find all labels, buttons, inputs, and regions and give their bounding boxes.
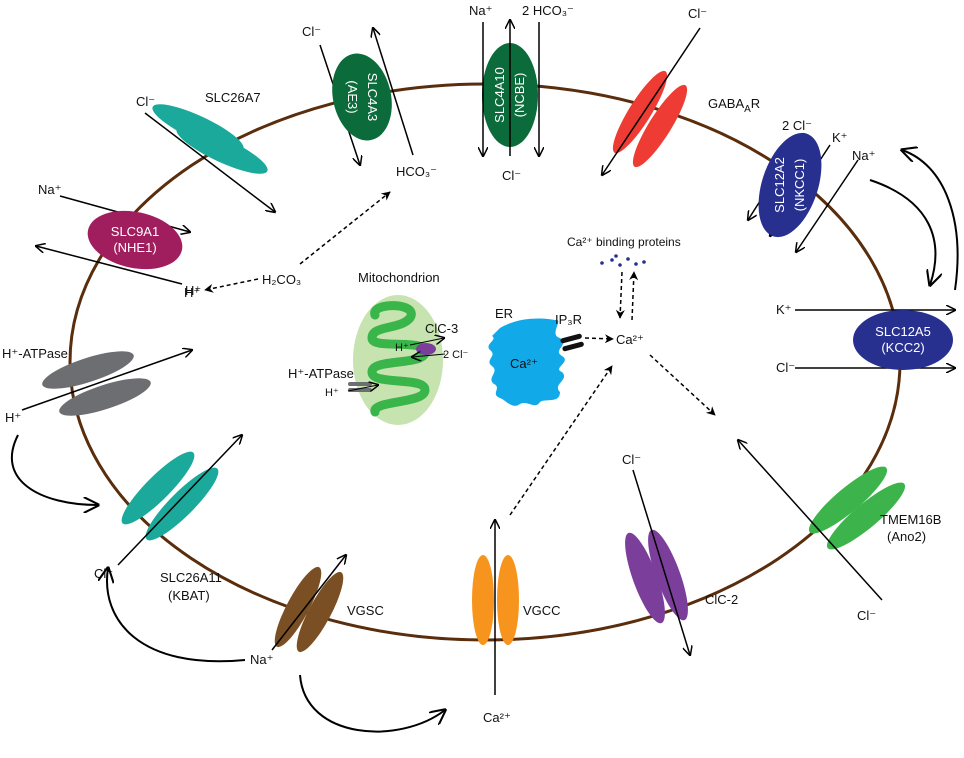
mitochondrion: Mitochondrion ClC-3 H⁺ 2 Cl⁻ H⁺-ATPase H… [288,270,469,425]
slc4a3-transporter: SLC4A3 (AE3) Cl⁻ HCO₃⁻ [302,24,437,179]
clc3-h: H⁺ [395,342,409,354]
slc12a2-alias: (NKCC1) [792,159,807,212]
vgcc-label: VGCC [523,603,561,618]
slc9a1-transporter: SLC9A1 (NHE1) Na⁺ H⁺ [36,182,200,300]
curved-arrow-na-ca [299,674,445,733]
slc12a2-transporter: SLC12A2 (NKCC1) 2 Cl⁻ K⁺ Na⁺ [747,118,875,252]
h2co3-label: H₂CO₃ [262,272,301,287]
slc4a3-cl: Cl⁻ [302,24,321,39]
dashed-arrow-h2co3-h [204,278,259,293]
slc4a10-transporter: SLC4A10 (NCBE) Na⁺ 2 HCO₃⁻ Cl⁻ [469,3,574,183]
slc12a5-cl: Cl⁻ [776,360,795,375]
slc4a3-alias: (AE3) [345,80,360,113]
dashed-arrow-vgcc-to-ca [509,365,613,516]
slc4a10-na: Na⁺ [469,3,492,18]
h-atpase-h: H⁺ [5,410,21,425]
vgsc-label: VGSC [347,603,384,618]
mito-atpase-h: H⁺ [325,387,339,399]
slc4a10-label: SLC4A10 [492,67,507,123]
slc9a1-alias: (NHE1) [113,240,156,255]
h-atpase-label: H⁺-ATPase [2,346,68,361]
mito-atpase-label: H⁺-ATPase [288,366,354,381]
tmem16b-alias: (Ano2) [887,529,926,544]
slc9a1-label: SLC9A1 [111,224,159,239]
ca-binding-label: Ca²⁺ binding proteins [567,235,681,249]
slc26a11-transporter: SLC26A11 (KBAT) Cl⁻ [94,435,242,603]
slc12a2-k: K⁺ [832,130,848,145]
gabaar-label: GABAAR [708,96,760,115]
cytosol-ca-label: Ca²⁺ [616,332,644,347]
dashed-arrow-ip3r-ca [584,334,614,344]
dashed-arrow-binding-to-ca [615,271,625,319]
clc2-label: ClC-2 [705,592,738,607]
slc12a5-k: K⁺ [776,302,792,317]
curved-arrow-h [11,434,98,505]
tmem16b-label: TMEM16B [880,512,941,527]
slc4a3-label: SLC4A3 [365,73,380,121]
dashed-arrow-h2co3-hco3 [299,191,391,265]
clc3-label: ClC-3 [425,321,458,336]
vgsc-na: Na⁺ [250,652,273,667]
slc26a7-transporter: Cl⁻ SLC26A7 [136,90,275,212]
gabaar-channel: Cl⁻ GABAAR [602,6,760,175]
slc12a5-transporter: SLC12A5 (KCC2) K⁺ Cl⁻ [776,302,955,375]
vgsc-channel: VGSC Na⁺ [250,555,384,667]
slc12a5-alias: (KCC2) [881,340,924,355]
clc2-cl: Cl⁻ [622,452,641,467]
slc12a5-label: SLC12A5 [875,324,931,339]
slc4a3-hco3: HCO₃⁻ [396,164,437,179]
tmem16b-channel: TMEM16B (Ano2) Cl⁻ [738,440,941,623]
slc4a10-cl: Cl⁻ [502,168,521,183]
slc26a11-cl: Cl⁻ [94,566,113,581]
vgcc-ca: Ca²⁺ [483,710,511,725]
tmem16b-cl: Cl⁻ [857,608,876,623]
vgcc-channel: VGCC Ca²⁺ [472,520,561,725]
slc9a1-na: Na⁺ [38,182,61,197]
slc12a2-na: Na⁺ [852,148,875,163]
slc12a2-label: SLC12A2 [772,157,787,213]
curved-arrow-k-na [902,150,959,291]
er-ca: Ca²⁺ [510,356,538,371]
gabaar-cl: Cl⁻ [688,6,707,21]
slc4a10-hco3: 2 HCO₃⁻ [522,3,574,18]
ca-binding-proteins-dots [600,254,646,267]
slc26a11-alias: (KBAT) [168,588,210,603]
h-atpase-pump: H⁺-ATPase H⁺ [2,346,192,425]
slc4a10-alias: (NCBE) [512,73,527,118]
dashed-arrow-ca-to-tmem16b [649,354,716,416]
cytosol-h-label: H⁺ [185,283,201,298]
slc26a7-label: SLC26A7 [205,90,261,105]
slc9a1-h: H⁺ [184,285,200,300]
slc12a2-cl: 2 Cl⁻ [782,118,812,133]
dashed-arrow-ca-to-binding [629,271,639,321]
endoplasmic-reticulum: ER Ca²⁺ IP₃R [488,306,584,406]
mitochondrion-label: Mitochondrion [358,270,440,285]
clc2-channel: Cl⁻ ClC-2 [622,452,738,655]
slc26a7-ion: Cl⁻ [136,94,155,109]
curved-arrow-na-cl [107,568,246,663]
ip3r-label: IP₃R [555,312,582,327]
clc3-cl: 2 Cl⁻ [443,349,469,361]
slc26a11-label: SLC26A11 [160,570,222,585]
curved-arrow-na-k [869,179,935,285]
er-label: ER [495,306,513,321]
